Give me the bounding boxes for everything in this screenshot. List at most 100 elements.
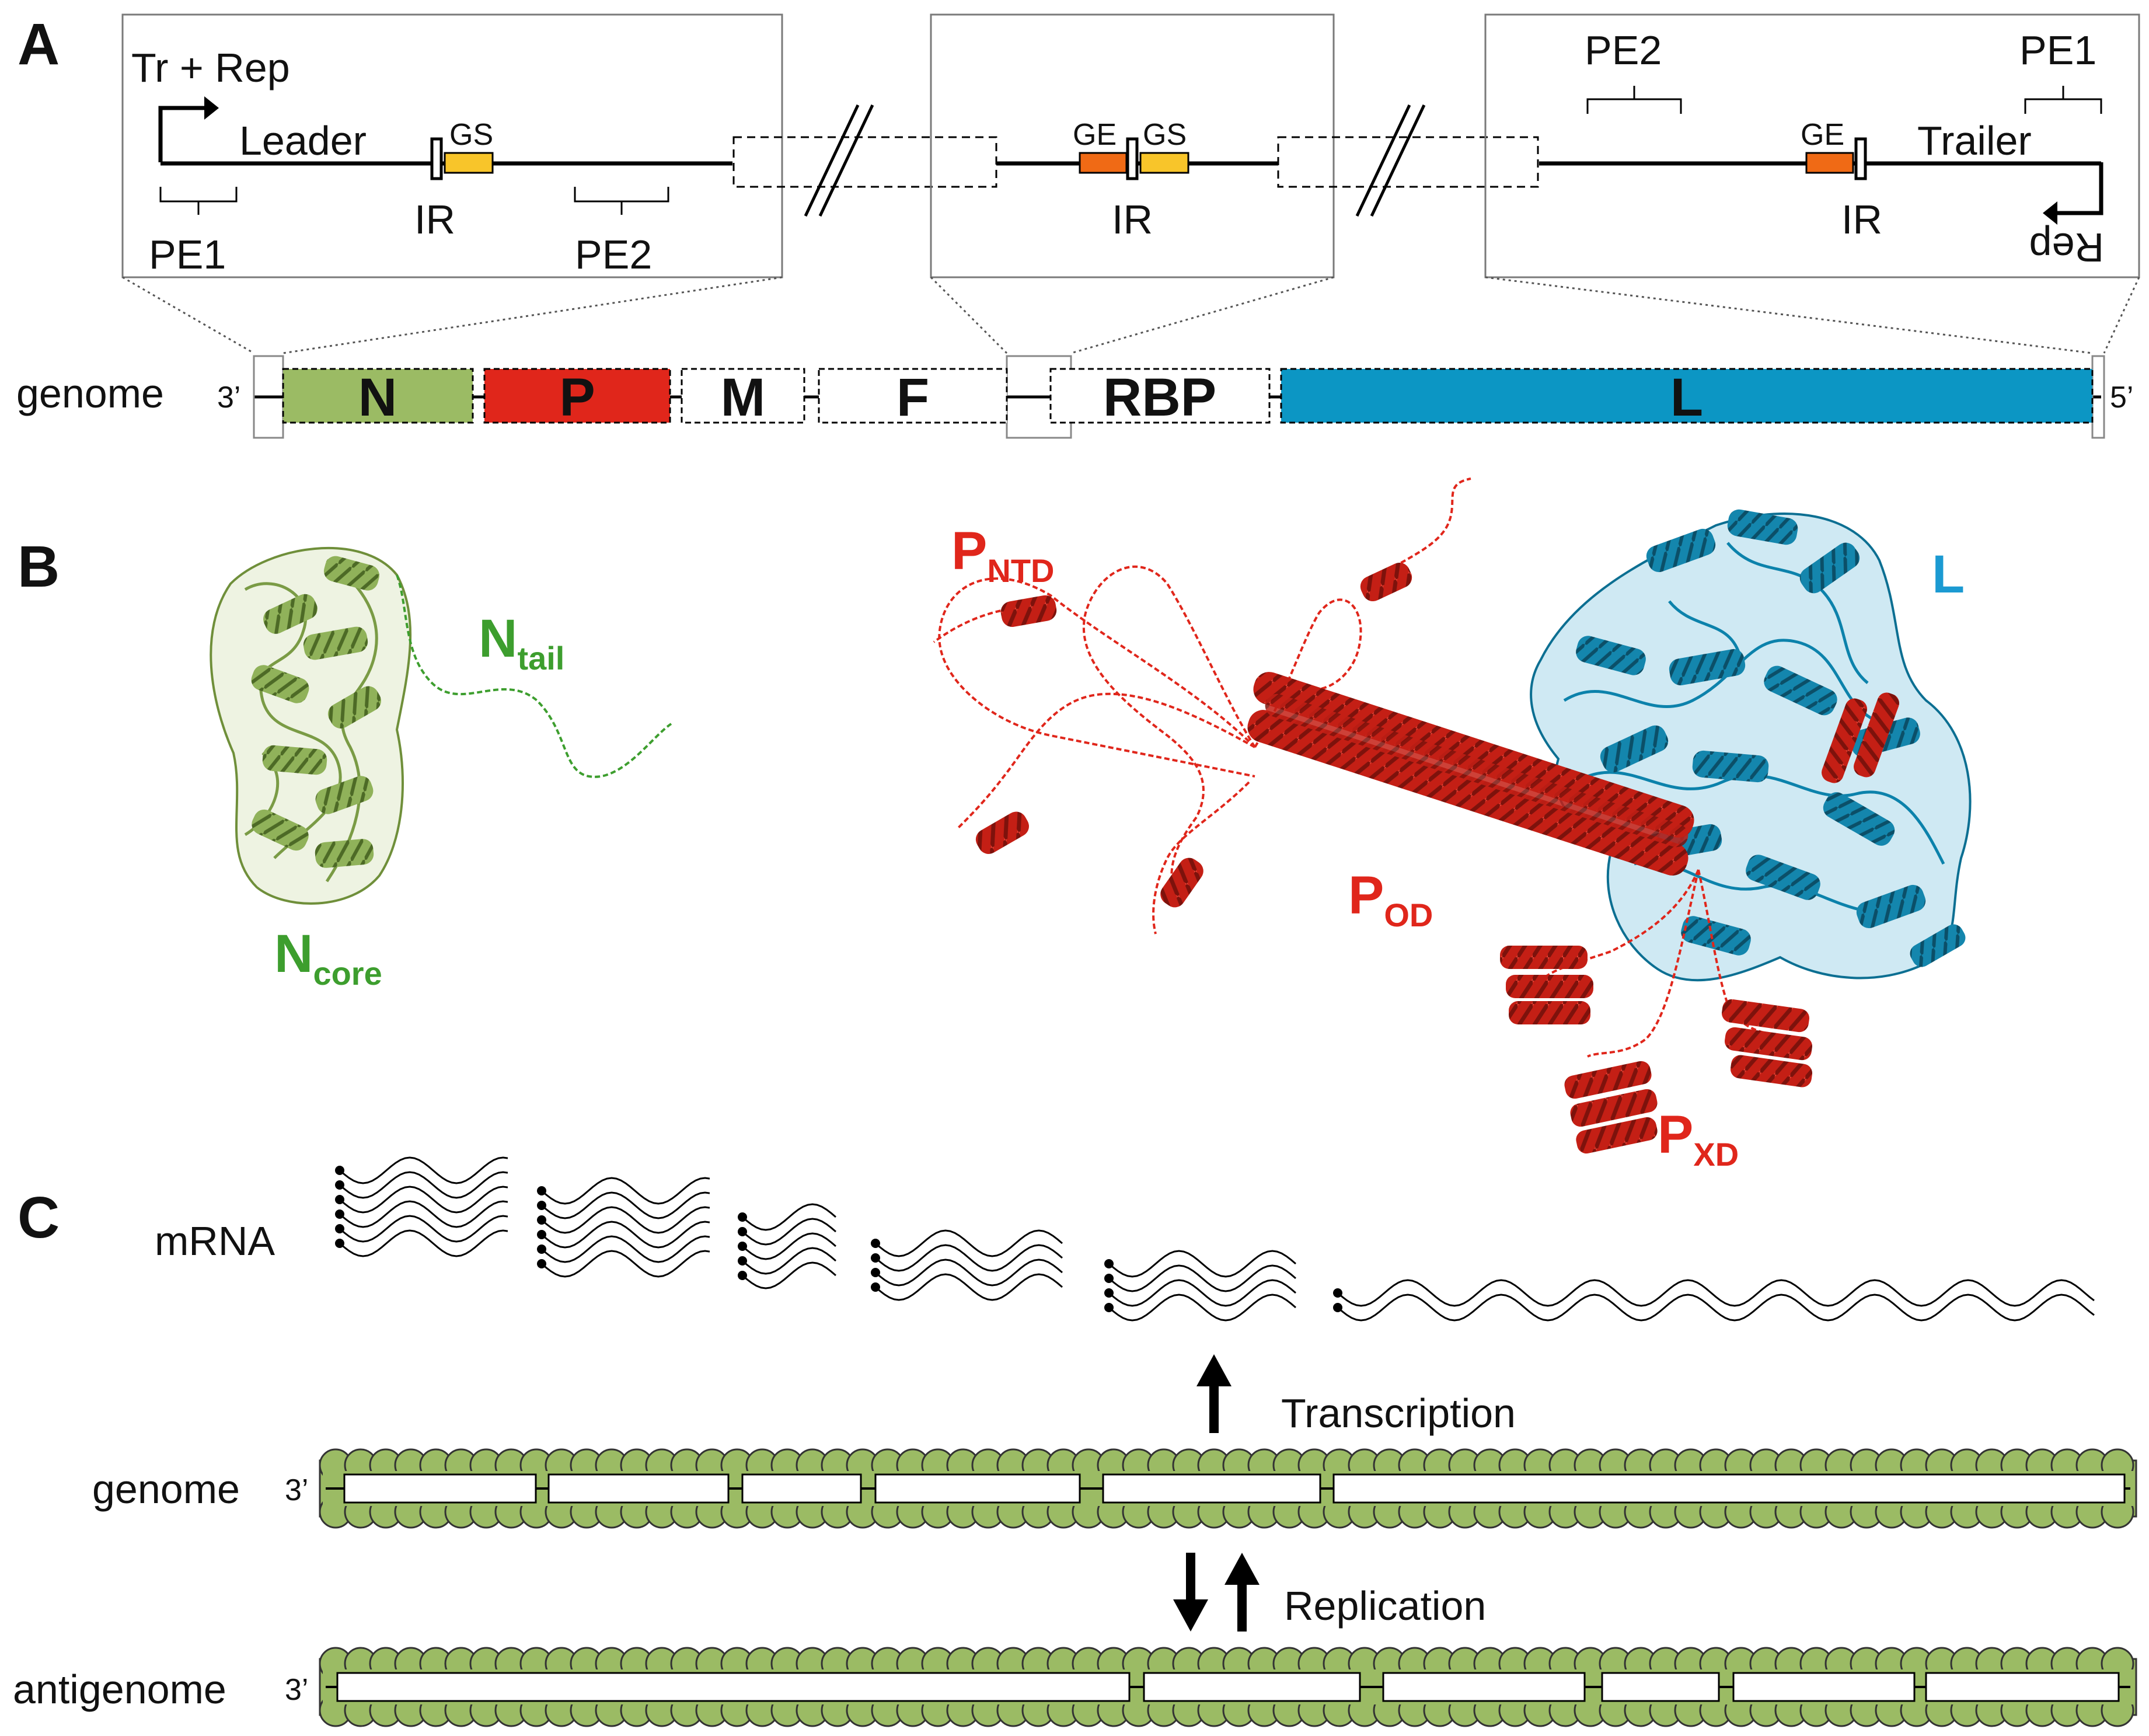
gene-m-label: M — [721, 368, 766, 427]
gene-segment — [1732, 1672, 1916, 1702]
break-mark-2 — [1355, 104, 1426, 217]
mrna-strand — [339, 1186, 508, 1214]
ir-label-right: IR — [1841, 197, 1882, 242]
ir-bar — [430, 137, 443, 180]
gene-segment — [1382, 1672, 1586, 1702]
gs-label-mid: GS — [1143, 118, 1187, 152]
zoom-box-junction: GE GS IR — [930, 13, 1335, 278]
leader-label: Leader — [239, 118, 367, 163]
gene-l-label: L — [1670, 368, 1703, 427]
ge-box-mid — [1079, 152, 1128, 174]
mrna-strand — [339, 1171, 508, 1199]
replication-label: Replication — [1284, 1583, 1486, 1629]
p-ntd-helix — [1160, 857, 1203, 908]
gene-segment — [741, 1473, 862, 1504]
gene-n: N — [282, 368, 474, 427]
promoter-arrow-icon — [158, 106, 204, 162]
gene-segment — [343, 1473, 537, 1504]
mrna-cap-dot — [1333, 1288, 1342, 1298]
mrna-cap-dot — [738, 1212, 747, 1222]
gene-n-label: N — [358, 368, 397, 427]
p-xd-label: PXD — [1658, 1105, 1739, 1173]
p-xd-domain-1 — [1500, 946, 1593, 1024]
n-core-structure — [210, 546, 412, 905]
mrna-strand — [742, 1232, 836, 1260]
dashed-segment-1 — [732, 136, 997, 188]
mrna-cap-dot — [871, 1253, 880, 1263]
antigenome-3-end: 3’ — [285, 1673, 308, 1707]
genome-nucleocapsid — [319, 1448, 2137, 1529]
gene-segment — [1143, 1672, 1361, 1702]
transcription-label: Transcription — [1281, 1390, 1516, 1436]
mrna-cap-dot — [335, 1239, 344, 1248]
pe2-bracket — [574, 187, 669, 215]
ir-label-mid: IR — [1112, 197, 1153, 242]
mrna-strand — [339, 1156, 508, 1184]
l-label: L — [1932, 545, 1965, 604]
gene-segment — [1601, 1672, 1720, 1702]
break-mark-1 — [804, 104, 874, 217]
mrna-cap-dot — [871, 1268, 880, 1277]
mrna-strand — [1108, 1250, 1296, 1278]
p-in-l-helices — [1822, 692, 1899, 783]
p-ntd-helix — [1360, 562, 1412, 602]
n-tail-disordered-region — [396, 574, 672, 778]
pe2-label-left: PE2 — [575, 232, 652, 277]
p-xd-linkers — [1540, 869, 1769, 1058]
mrna-cap-dot — [1104, 1274, 1114, 1283]
mrna-cap-dot — [537, 1230, 546, 1239]
gene-rbp: RBP — [1049, 368, 1271, 427]
gene-segment — [547, 1473, 730, 1504]
mrna-cap-dot — [537, 1186, 546, 1195]
mrna-cap-dot — [738, 1271, 747, 1280]
p-ntd-helix — [975, 811, 1029, 854]
rep-label-mirrored: Rep — [2029, 225, 2104, 270]
mrna-cap-dot — [537, 1245, 546, 1254]
mrna-strand — [541, 1221, 710, 1249]
mrna-strand — [339, 1229, 508, 1257]
mrna-strand — [541, 1235, 710, 1263]
mrna-strand — [541, 1250, 710, 1278]
zoom-projection-lines — [122, 276, 2140, 354]
mrna-strand — [1108, 1294, 1296, 1322]
p-ntd-helix — [1000, 595, 1057, 627]
pe1-label-right: PE1 — [2019, 27, 2096, 73]
mrna-strand — [1108, 1279, 1296, 1307]
mrna-strand — [339, 1215, 508, 1243]
p-ntd-label: PNTD — [951, 521, 1054, 589]
mrna-strand — [1337, 1279, 2095, 1307]
mrna-cap-dot — [537, 1215, 546, 1225]
gene-f-label: F — [896, 368, 929, 427]
mrna-cap-dot — [738, 1242, 747, 1251]
ge-box-right — [1805, 152, 1854, 174]
pe1-label-left: PE1 — [149, 232, 226, 277]
ir-bar-mid — [1126, 137, 1139, 180]
tr-rep-label: Tr + Rep — [131, 45, 290, 90]
n-tail-label: Ntail — [479, 609, 564, 677]
mrna-cap-dot — [335, 1166, 344, 1175]
gene-segment — [336, 1672, 1131, 1702]
genome-3-end-c: 3’ — [285, 1473, 308, 1507]
antigenome-label: antigenome — [13, 1667, 226, 1712]
ir-bar-right — [1854, 137, 1867, 180]
panel-c-letter: C — [18, 1185, 60, 1250]
gene-l: L — [1280, 368, 2094, 427]
p-oligomerization-domain — [1247, 672, 1694, 876]
mrna-cap-dot — [738, 1256, 747, 1266]
gene-segment — [1332, 1473, 2126, 1504]
mrna-cap-dot — [1104, 1259, 1114, 1268]
gene-p-label: P — [559, 368, 595, 427]
dashed-segment-2 — [1277, 136, 1539, 188]
mrna-strand — [1337, 1294, 2095, 1322]
mrna-strand — [541, 1206, 710, 1234]
mrna-strand — [742, 1247, 836, 1275]
mrna-label: mRNA — [155, 1218, 275, 1264]
mrna-strand — [541, 1191, 710, 1219]
zoom-box-trailer: GE IR Trailer PE2 PE1 Rep — [1484, 13, 2140, 278]
mrna-strand — [742, 1203, 836, 1231]
mrna-strand — [875, 1229, 1063, 1257]
gene-f: F — [818, 368, 1008, 427]
gs-box — [444, 152, 494, 174]
mrna-cap-dot — [335, 1195, 344, 1204]
